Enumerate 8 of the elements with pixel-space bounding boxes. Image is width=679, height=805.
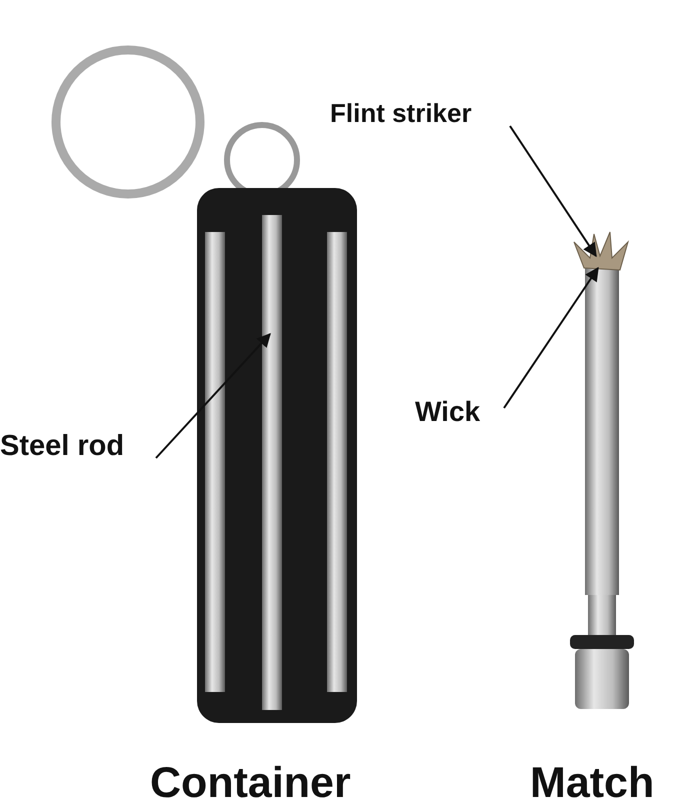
part-caption: Match: [530, 762, 654, 805]
callout-label: Wick: [415, 398, 480, 426]
leader-line: [503, 266, 599, 409]
callout-label: Steel rod: [0, 432, 124, 461]
part-caption: Container: [150, 762, 351, 805]
callout-label: Flint striker: [330, 100, 472, 126]
leader-line: [509, 125, 597, 258]
leader-line: [155, 332, 271, 459]
